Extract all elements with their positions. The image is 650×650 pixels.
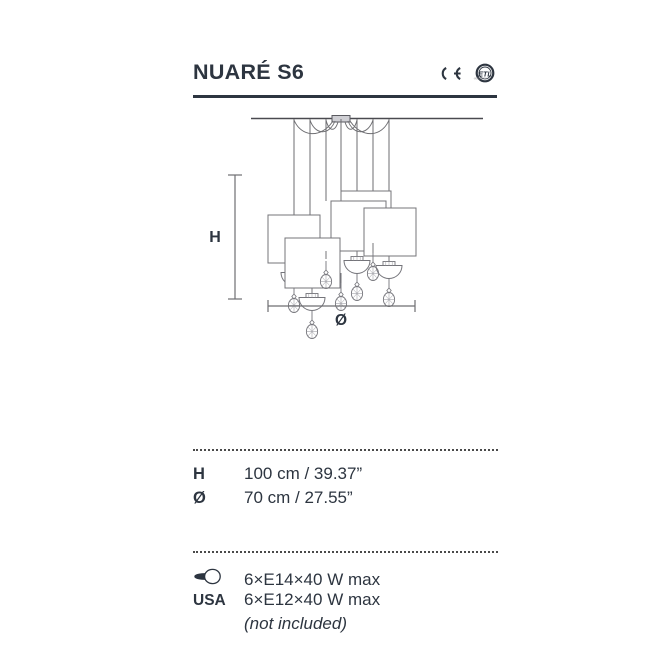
pendant-2 bbox=[284, 237, 341, 339]
height-dimension-label: H bbox=[209, 229, 221, 246]
light-bulb-icon bbox=[194, 568, 221, 584]
bulb-row-usa: USA 6×E12×40 W max bbox=[193, 588, 498, 612]
dimension-row-height: H 100 cm / 39.37” bbox=[193, 462, 498, 486]
bulb-label-usa: USA bbox=[193, 592, 226, 609]
draped-cables bbox=[293, 119, 390, 135]
bulb-value-standard: 6×E14×40 W max bbox=[244, 569, 381, 589]
diameter-dimension-label: Ø bbox=[335, 312, 347, 329]
bulb-divider bbox=[193, 551, 498, 553]
bulb-section: 6×E14×40 W max USA 6×E12×40 W max (not i… bbox=[193, 551, 498, 636]
dimension-row-diameter: Ø 70 cm / 27.55” bbox=[193, 486, 498, 510]
dimensions-section: H 100 cm / 39.37” Ø 70 cm / 27.55” bbox=[193, 449, 498, 510]
pendant-drop-extra-a bbox=[319, 251, 333, 289]
ce-mark-icon bbox=[441, 66, 461, 80]
svg-text:INTERTEK: INTERTEK bbox=[474, 77, 487, 81]
pendant-5 bbox=[363, 207, 417, 307]
bulb-icon-cell bbox=[193, 564, 244, 588]
etl-mark-icon: ETL . INTERTEK bbox=[473, 63, 495, 83]
dimension-label-diameter: Ø bbox=[193, 489, 206, 507]
chandelier-technical-drawing: H Ø bbox=[193, 103, 498, 343]
bulb-value-usa: 6×E12×40 W max bbox=[244, 590, 381, 609]
dimension-value-diameter: 70 cm / 27.55” bbox=[244, 488, 353, 507]
svg-text:.: . bbox=[473, 76, 474, 80]
title-divider-rule bbox=[193, 95, 497, 98]
svg-text:ETL: ETL bbox=[478, 69, 492, 78]
dimension-label-height: H bbox=[193, 465, 205, 483]
page-title: NUARÉ S6 bbox=[193, 60, 305, 84]
pendant-drop-extra-b bbox=[334, 273, 348, 311]
bulb-row-standard: 6×E14×40 W max bbox=[193, 564, 498, 589]
diameter-dimension bbox=[267, 300, 416, 312]
dimensions-divider bbox=[193, 449, 498, 451]
height-dimension bbox=[228, 174, 242, 300]
header: NUARÉ S6 ETL . INTERTEK bbox=[193, 60, 498, 92]
certification-marks: ETL . INTERTEK bbox=[435, 62, 498, 84]
bulb-row-note: (not included) bbox=[193, 612, 498, 636]
pendant-drop-extra-c bbox=[366, 243, 380, 281]
bulb-note-not-included: (not included) bbox=[244, 614, 348, 633]
dimension-value-height: 100 cm / 39.37” bbox=[244, 464, 363, 483]
